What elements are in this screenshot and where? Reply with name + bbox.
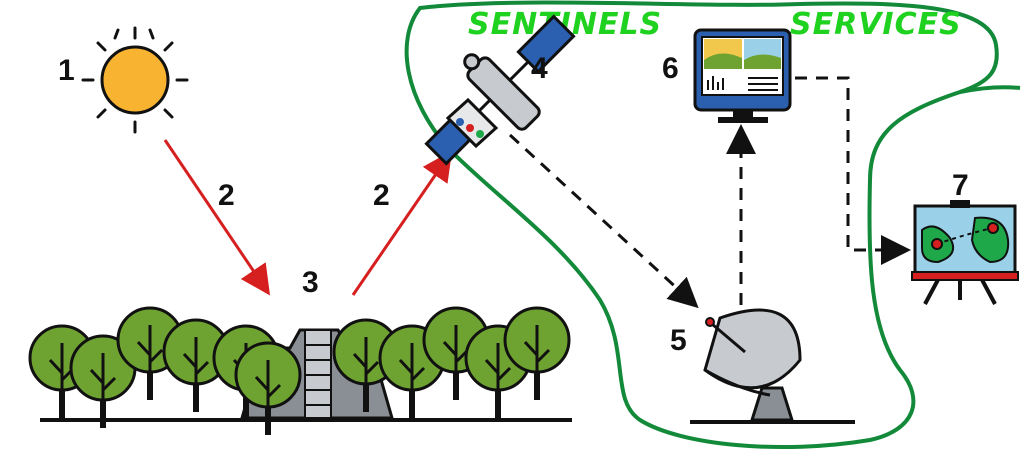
step-label-incoming: 2 (218, 179, 235, 212)
step-label-sun: 1 (58, 54, 75, 87)
step-label-reflected: 2 (373, 179, 390, 212)
map-easel-icon (911, 200, 1019, 305)
sentinels-services-boundary (404, 0, 999, 450)
services-label: SERVICES (790, 7, 962, 42)
delivery-arrow (795, 76, 911, 265)
step-label-ground-station: 5 (670, 324, 687, 357)
step-label-map: 7 (952, 169, 969, 202)
step-label-processing: 6 (662, 52, 679, 85)
monitor-dashboard-icon (693, 28, 792, 123)
step-label-forest: 3 (302, 266, 319, 299)
sun-icon (81, 26, 189, 134)
step-label-satellite: 4 (531, 52, 548, 85)
downlink-arrow (508, 133, 699, 309)
forest-icon (28, 306, 572, 437)
incoming-radiation-arrow (163, 139, 271, 296)
satellite-dish-icon (690, 308, 855, 424)
boundary-tail (959, 85, 1021, 94)
satellite-icon (424, 14, 576, 166)
reflected-radiation-arrow (351, 150, 453, 296)
